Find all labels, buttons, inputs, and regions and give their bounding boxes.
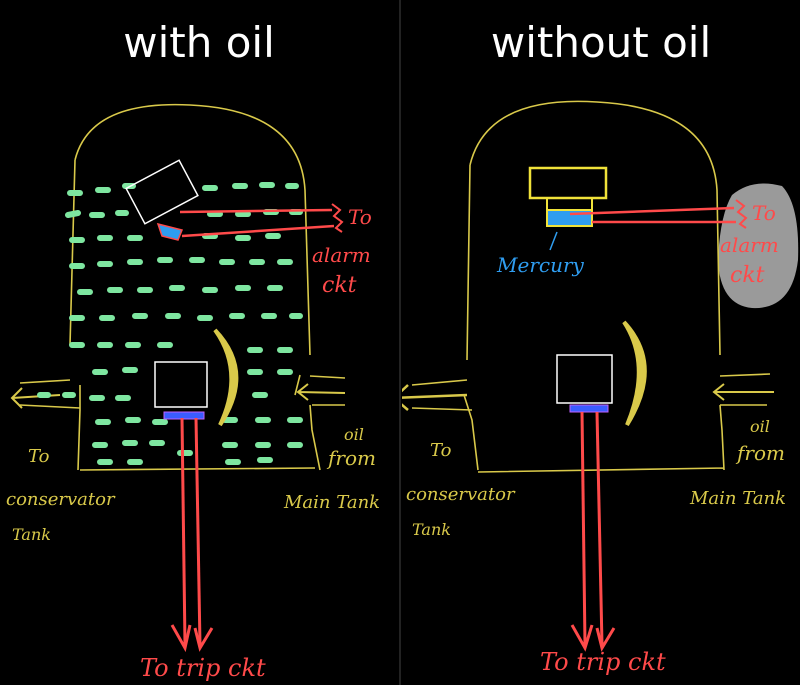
alarm-brace [332, 204, 342, 232]
alarm-wire-upper [180, 210, 332, 212]
alarm-label-line2: ckt [322, 273, 357, 298]
oil-label: oil [750, 417, 770, 436]
trip-arrowheads [172, 625, 212, 648]
trip-wire-right [196, 418, 200, 645]
without-oil-diagram: Mercury To alarm ckt To conservator Tank… [402, 0, 800, 685]
alarm-label-to: To [348, 205, 372, 229]
pipe-right [720, 374, 770, 405]
alarm-label-line1: alarm [720, 233, 779, 257]
conservator-label: conservator [6, 489, 116, 510]
to-conservator-label: To [28, 446, 50, 467]
upper-mercury-switch [158, 224, 182, 240]
to-conservator-label: To [430, 440, 452, 461]
lower-float [155, 362, 207, 407]
trip-label: To trip ckt [140, 654, 266, 682]
upper-switch-housing [547, 198, 592, 210]
upper-float [530, 168, 606, 198]
alarm-label-line2: ckt [730, 263, 765, 288]
arrow-from-main-tank [298, 384, 345, 400]
trip-wire-right [597, 412, 602, 645]
arrow-from-main-tank [714, 384, 774, 400]
baffle-plate [624, 322, 645, 425]
alarm-wire-lower [182, 226, 334, 236]
without-oil-panel: without oil Mercury To alarm ckt [402, 0, 800, 685]
oil-label: oil [344, 425, 364, 444]
upper-float [126, 160, 198, 223]
lower-mercury-switch [570, 405, 608, 412]
with-oil-diagram: To alarm ckt To conservator Tank oil fro… [0, 0, 398, 685]
lower-mercury-switch [164, 412, 204, 419]
main-tank-label: Main Tank [283, 492, 380, 513]
panel-divider [399, 0, 401, 685]
trip-label: To trip ckt [540, 648, 666, 676]
conservator-label: conservator [406, 484, 516, 505]
trip-wire-left [582, 412, 585, 645]
alarm-label-line1: alarm [312, 243, 371, 267]
conservator-tank-label: Tank [412, 520, 451, 539]
alarm-label-to: To [752, 201, 776, 225]
lower-float [557, 355, 612, 403]
mercury-label: Mercury [496, 253, 585, 277]
relay-housing [464, 101, 724, 472]
arrow-to-conservator [402, 385, 467, 410]
alarm-wire-upper [570, 208, 734, 214]
with-oil-panel: with oil [0, 0, 398, 685]
conservator-tank-label: Tank [12, 525, 51, 544]
from-label: from [735, 441, 785, 465]
from-label: from [326, 446, 376, 470]
mercury-pointer [550, 232, 557, 250]
main-tank-label: Main Tank [689, 488, 786, 509]
baffle-plate [215, 330, 236, 425]
pipe-right [310, 376, 345, 405]
trip-arrowheads [572, 625, 614, 648]
